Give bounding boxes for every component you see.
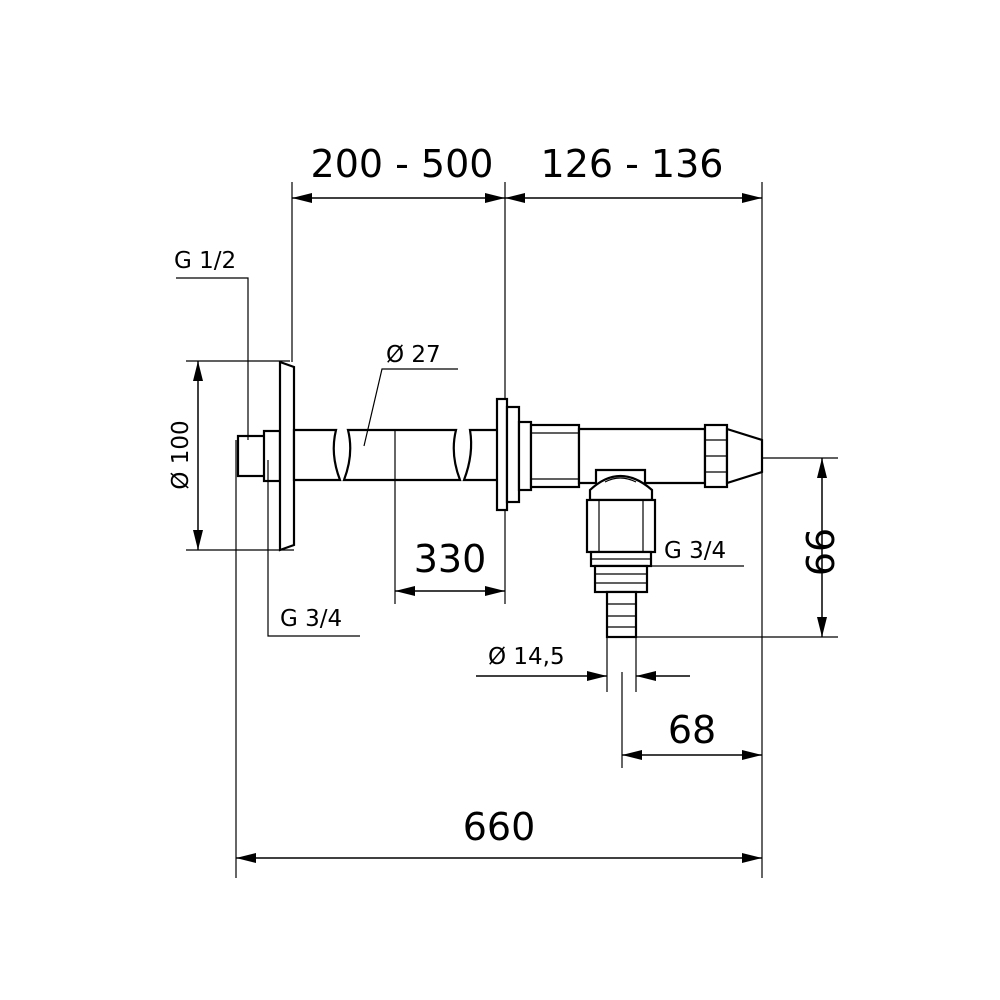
label-inlet-thread: G 1/2: [174, 248, 236, 274]
dimension-labels: 200 - 500 126 - 136 G 1/2 Ø 27 Ø 100 G 3…: [168, 142, 841, 849]
label-pipe-diameter: Ø 27: [386, 342, 441, 368]
label-min-length: 330: [414, 537, 487, 581]
label-projection: 126 - 136: [541, 142, 724, 186]
label-outlet-offset: 68: [668, 708, 716, 752]
label-height: 99: [797, 528, 841, 576]
dimension-lines: [193, 193, 827, 863]
label-outlet-thread: G 3/4: [664, 538, 726, 564]
label-wall-depth: 200 - 500: [311, 142, 494, 186]
leader-lines: [176, 277, 744, 637]
label-flange-diameter: Ø 100: [168, 420, 194, 489]
fitting-body: [236, 360, 764, 639]
label-total-length: 660: [463, 805, 536, 849]
label-inlet-outer-thread: G 3/4: [280, 606, 342, 632]
label-hose-diameter: Ø 14,5: [488, 644, 565, 670]
